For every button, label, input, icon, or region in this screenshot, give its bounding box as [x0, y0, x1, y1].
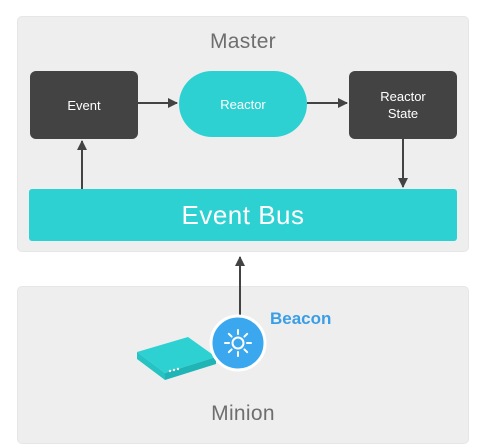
- master-panel: Master Event Reactor Reactor State Event…: [18, 17, 468, 251]
- reactor-node: Reactor: [179, 71, 307, 137]
- reactor-state-label: Reactor State: [380, 89, 426, 121]
- minion-device-icon: [137, 337, 216, 380]
- event-bus-node: Event Bus: [29, 189, 457, 241]
- master-title: Master: [210, 30, 276, 53]
- event-label: Event: [67, 97, 101, 113]
- beacon-sun-icon: [209, 314, 267, 372]
- reactor-state-node: Reactor State: [349, 71, 457, 139]
- reactor-label: Reactor: [220, 96, 266, 112]
- minion-panel: Minion: [18, 287, 468, 443]
- event-bus-label: Event Bus: [181, 199, 305, 230]
- minion-title: Minion: [211, 402, 275, 425]
- event-node: Event: [30, 71, 138, 139]
- beacon-label: Beacon: [270, 309, 332, 328]
